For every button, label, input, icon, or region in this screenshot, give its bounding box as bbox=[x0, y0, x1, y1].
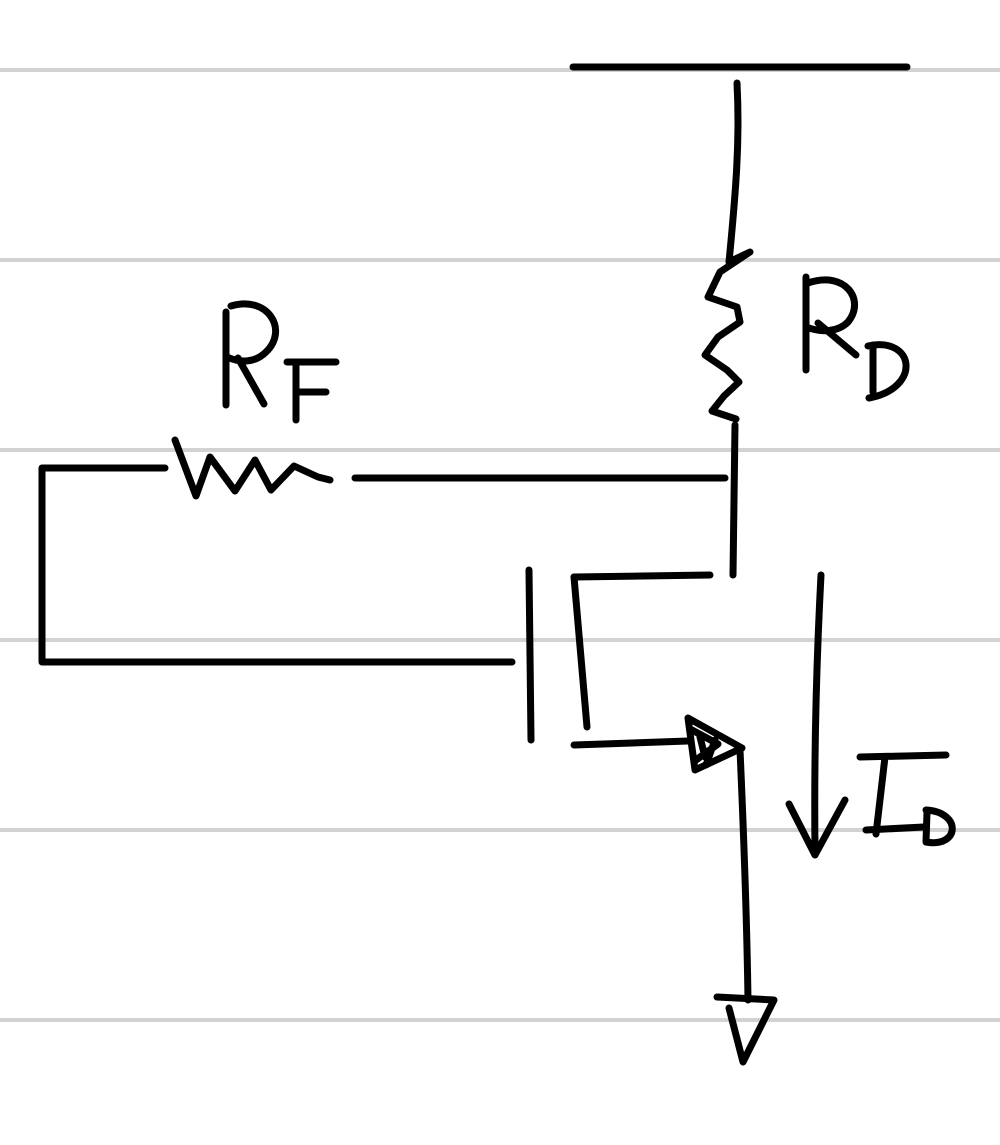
source-to-ground-wire bbox=[736, 746, 752, 1004]
label-stroke bbox=[872, 753, 889, 838]
drain-node-wire bbox=[729, 421, 739, 579]
label-stroke bbox=[922, 806, 956, 847]
mosfet bbox=[525, 566, 746, 774]
label-stroke bbox=[234, 354, 268, 408]
label-stroke bbox=[856, 751, 950, 761]
supply-to-drain-resistor-wire bbox=[725, 79, 742, 266]
ground-icon bbox=[713, 993, 778, 1066]
drain-resistor bbox=[701, 248, 754, 423]
label-stroke bbox=[223, 300, 280, 365]
drain-current-label: ID bbox=[856, 751, 956, 847]
mosfet-channel bbox=[570, 573, 591, 731]
mosfet-source-arrow bbox=[684, 714, 746, 774]
feedback-resistor bbox=[171, 436, 334, 500]
label-stroke bbox=[864, 341, 910, 402]
label-stroke bbox=[862, 823, 928, 834]
ruled-paper-lines bbox=[0, 68, 1000, 1022]
mosfet-gate-plate bbox=[525, 566, 535, 744]
current-arrow-shaft bbox=[811, 571, 825, 854]
mosfet-source-lead bbox=[570, 737, 692, 749]
feedback-resistor-label: RF bbox=[222, 300, 340, 424]
mosfet-source-arrow-fill bbox=[688, 726, 722, 769]
label-stroke bbox=[802, 276, 858, 335]
label-stroke bbox=[814, 319, 860, 359]
mosfet-drain-lead bbox=[570, 571, 714, 581]
drain-resistor-label: RD bbox=[802, 273, 910, 402]
feedback-loop-wire bbox=[38, 464, 516, 666]
current-arrow-head-icon bbox=[785, 796, 849, 859]
current-arrow bbox=[785, 571, 849, 859]
